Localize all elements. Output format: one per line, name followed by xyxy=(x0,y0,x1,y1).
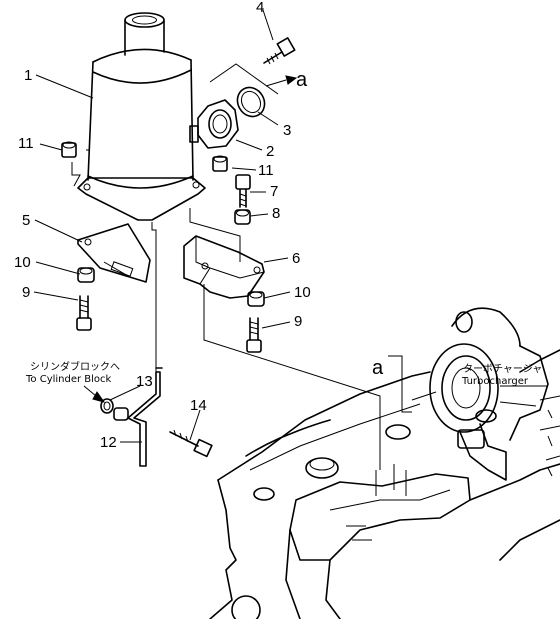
nut-10-right xyxy=(247,291,265,307)
callout-10-right: 10 xyxy=(294,284,311,301)
callout-14: 14 xyxy=(190,397,207,414)
bolt-7 xyxy=(235,174,251,208)
bolt-9-left xyxy=(76,295,92,331)
callout-12: 12 xyxy=(100,434,117,451)
bolt-14 xyxy=(169,429,213,458)
bolt-9-right xyxy=(246,317,262,353)
callout-11-right: 11 xyxy=(258,162,274,179)
flange-adapter xyxy=(197,99,239,149)
callout-5: 5 xyxy=(22,212,30,229)
muffler-body xyxy=(77,12,206,221)
callout-7: 7 xyxy=(270,183,278,200)
callout-9-left: 9 xyxy=(22,284,30,301)
callout-1: 1 xyxy=(24,67,32,84)
bolt-4 xyxy=(263,37,296,65)
turbocharger-label-en: Turbocharger xyxy=(461,376,529,387)
washer-13 xyxy=(100,398,114,414)
turbocharger xyxy=(429,307,549,481)
reference-a-top: a xyxy=(296,69,308,91)
callout-4: 4 xyxy=(256,0,264,16)
drain-tube-12 xyxy=(127,367,163,467)
bracket-plate-5 xyxy=(77,223,151,283)
nut-11-right xyxy=(212,155,228,172)
callout-3: 3 xyxy=(283,122,291,139)
callout-numbers: 1 4 3 2 11 7 8 11 5 10 9 6 10 9 13 14 12 xyxy=(14,0,311,451)
nut-10-left xyxy=(77,267,95,283)
reference-a-turbo: a xyxy=(372,357,384,379)
callout-2: 2 xyxy=(266,143,274,160)
cylinder-block-label-en: To Cylinder Block xyxy=(25,374,112,385)
spacer-8 xyxy=(234,209,251,225)
nut-11-left xyxy=(61,141,77,158)
leader-lines xyxy=(33,9,437,470)
bracket-6 xyxy=(183,235,265,299)
callout-13: 13 xyxy=(136,373,153,390)
callout-8: 8 xyxy=(272,205,280,222)
elbow-fitting xyxy=(113,407,129,421)
callout-10-left: 10 xyxy=(14,254,31,271)
gasket-ring xyxy=(236,86,266,118)
cylinder-block-label-jp: シリンダブロックへ xyxy=(30,360,120,373)
callout-11-left: 11 xyxy=(18,135,34,152)
engine-block xyxy=(209,349,560,619)
turbocharger-label-jp: ターボチャージャ xyxy=(463,363,542,375)
callout-9-right: 9 xyxy=(294,313,302,330)
callout-6: 6 xyxy=(292,250,300,267)
